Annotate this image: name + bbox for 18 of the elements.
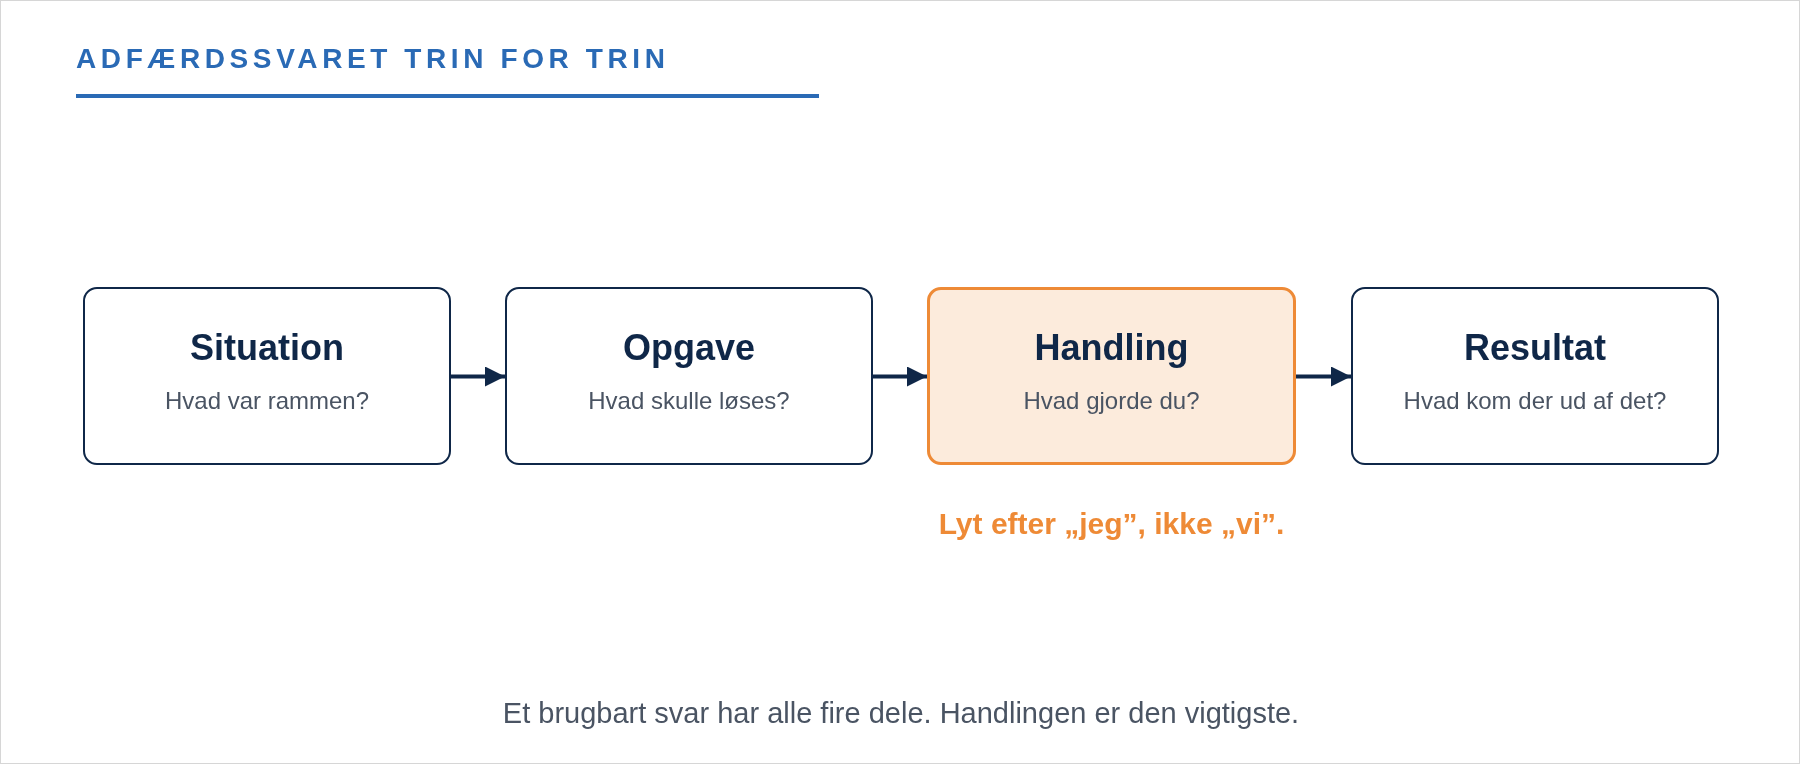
note: Lyt efter „jeg”, ikke „vi”. [938,507,1285,541]
step-title: Handling [1034,327,1189,369]
caption: Et brugbart svar har alle fire dele. Handlingen er den vigtigste. [501,697,1301,730]
step-title: Resultat [1464,327,1606,369]
heading: ADFÆRDSSVARET TRIN FOR TRIN [76,43,670,75]
highlighted-step-box [927,287,1296,465]
step-question: Hvad skulle løses? [588,387,790,415]
step-title: Opgave [622,327,755,369]
step-question: Hvad var rammen? [164,387,370,415]
arrow [873,366,927,387]
step-box [83,287,451,465]
step-question: Hvad kom der ud af det? [1403,387,1667,415]
step-box [505,287,873,465]
step-question: Hvad gjorde du? [1023,387,1200,415]
step-box [1351,287,1719,465]
arrow [451,366,505,387]
step-title: Situation [190,327,344,369]
arrow [1296,366,1351,387]
